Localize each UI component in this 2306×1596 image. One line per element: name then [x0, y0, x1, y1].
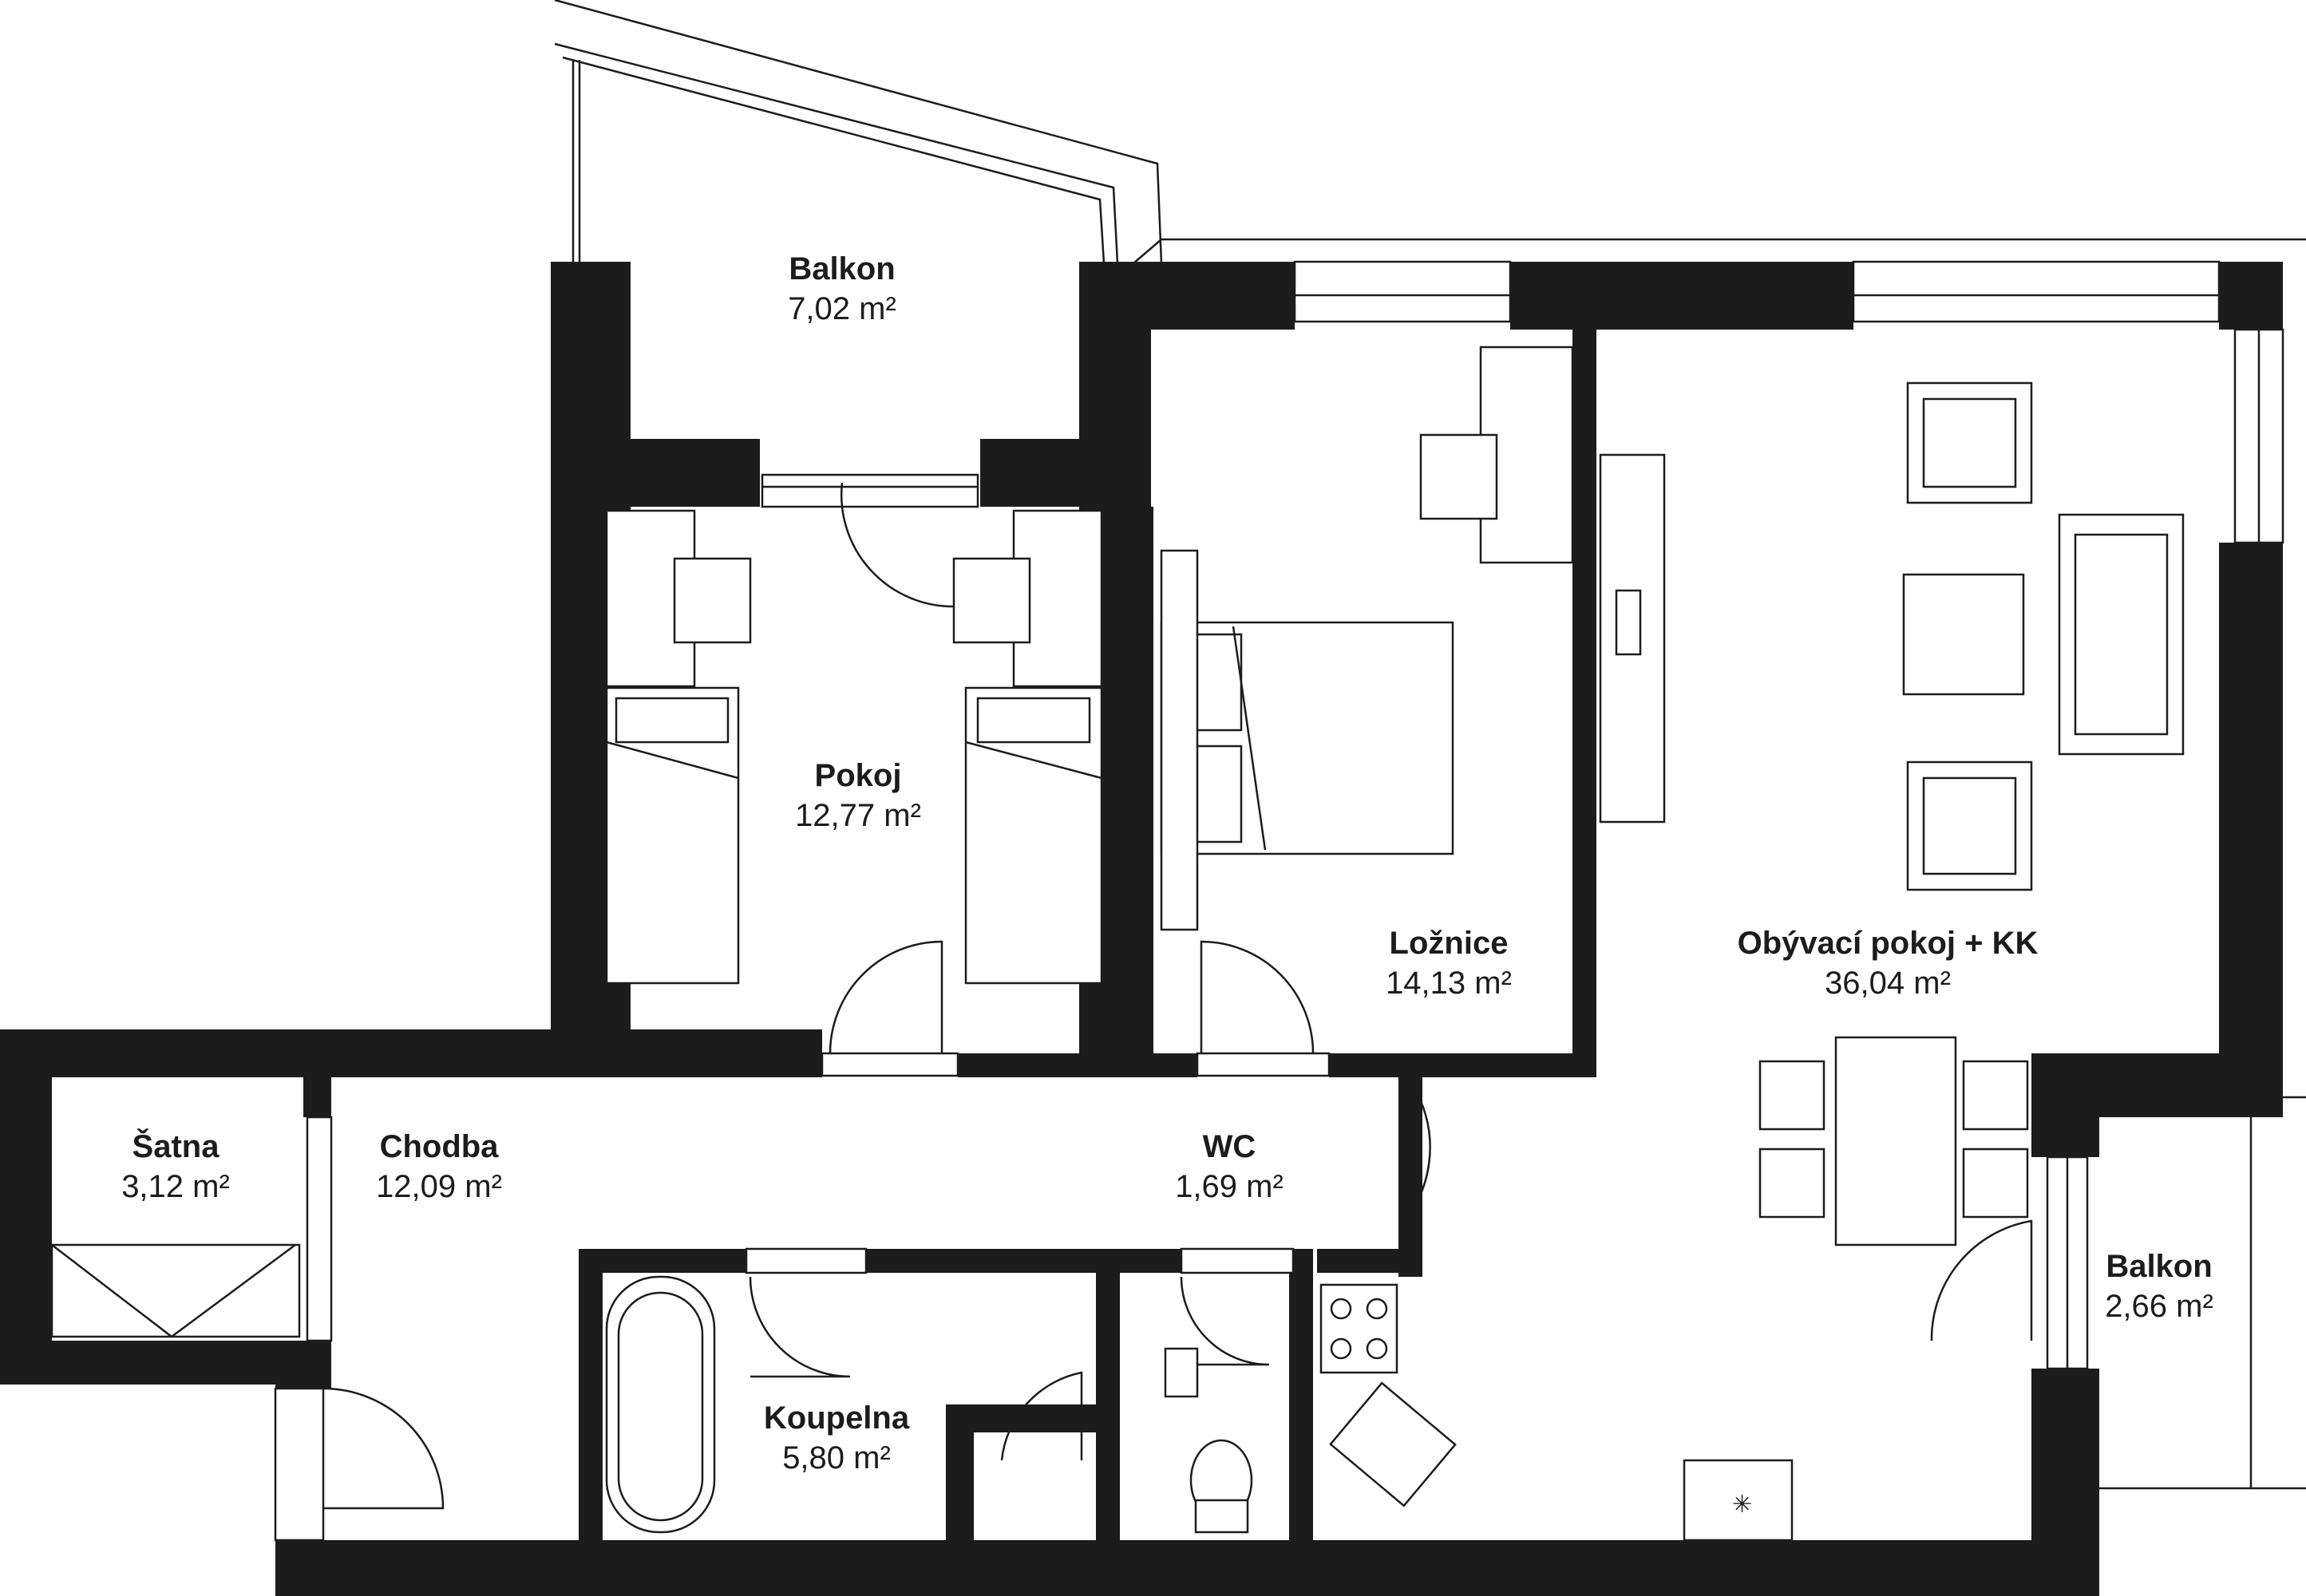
room-area-loznice: 14,13 m²: [1386, 966, 1512, 1001]
room-labels: Balkon 7,02 m² Pokoj 12,77 m² Ložnice 14…: [121, 251, 2213, 1476]
room-label-pokoj: Pokoj: [815, 758, 902, 793]
doors: [322, 482, 2033, 1510]
room-label-obyvaci: Obývací pokoj + KK: [1738, 926, 2039, 961]
room-label-koupelna: Koupelna: [764, 1400, 910, 1436]
room-label-chodba: Chodba: [380, 1129, 500, 1164]
room-area-pokoj: 12,77 m²: [795, 798, 921, 833]
room-area-balkon-right: 2,66 m²: [2105, 1289, 2213, 1324]
room-label-wc: WC: [1203, 1129, 1256, 1164]
room-area-koupelna: 5,80 m²: [782, 1440, 891, 1476]
furniture: ✳: [50, 346, 2185, 1542]
balcony-top-railing: [554, 0, 1163, 264]
room-area-wc: 1,69 m²: [1175, 1169, 1284, 1204]
room-area-chodba: 12,09 m²: [376, 1169, 502, 1204]
room-area-balkon-top: 7,02 m²: [788, 291, 896, 326]
room-area-satna: 3,12 m²: [121, 1169, 230, 1204]
room-label-balkon-top: Balkon: [789, 251, 895, 286]
room-label-satna: Šatna: [133, 1128, 220, 1164]
room-area-obyvaci: 36,04 m²: [1825, 966, 1951, 1001]
walls: [0, 262, 2283, 1596]
room-label-balkon-right: Balkon: [2106, 1249, 2212, 1284]
fridge-icon: ✳: [1732, 1491, 1752, 1519]
room-label-loznice: Ložnice: [1390, 926, 1509, 961]
windows: [274, 260, 2284, 1542]
